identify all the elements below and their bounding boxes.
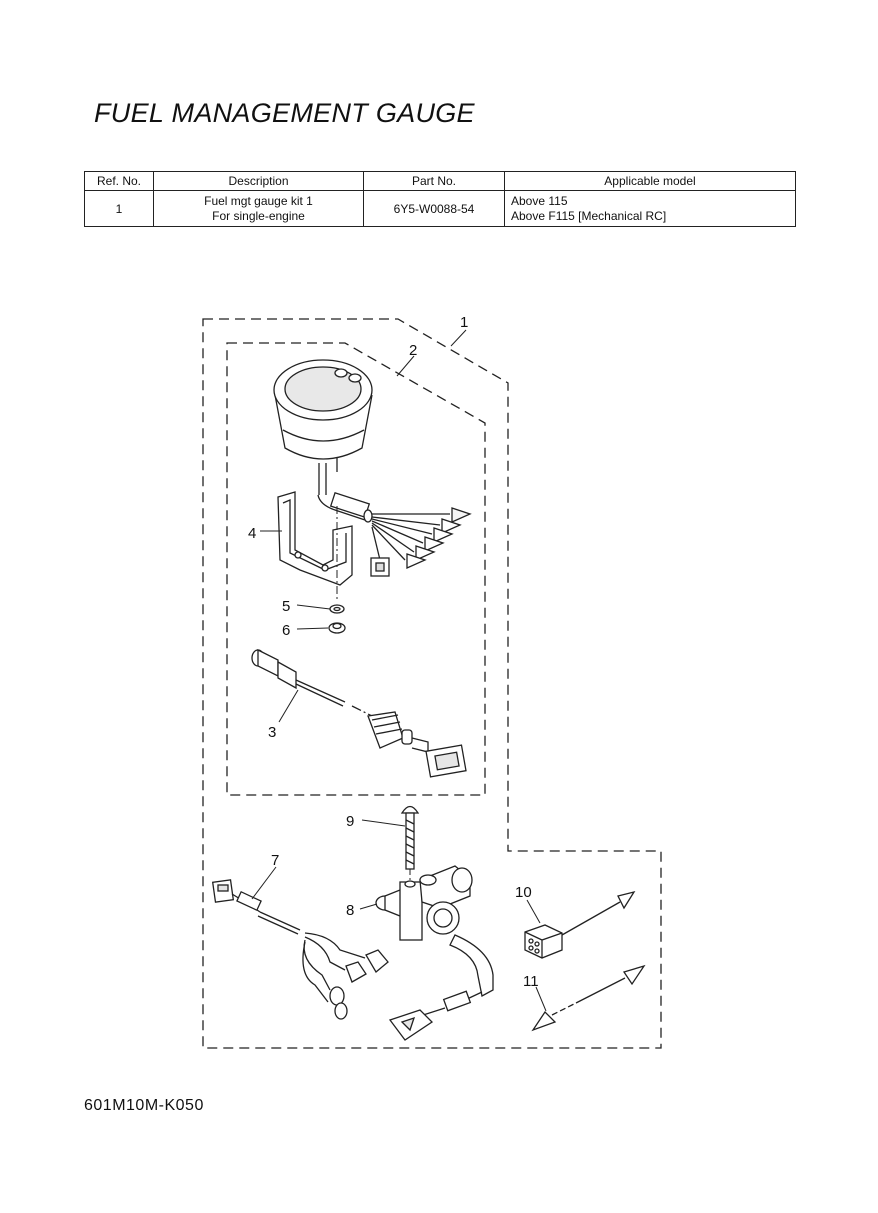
bracket-drawing (277, 491, 353, 586)
model-line-2: Above F115 [Mechanical RC] (511, 208, 667, 223)
washer-drawing (329, 604, 345, 614)
cell-part-no: 6Y5-W0088-54 (363, 190, 505, 227)
cell-ref-no: 1 (84, 190, 154, 227)
cell-applicable-model: Above 115 Above F115 [Mechanical RC] (504, 190, 796, 227)
leader-line-8 (359, 903, 378, 910)
leader-line-3 (278, 689, 299, 723)
screw-drawing (400, 805, 420, 870)
assembly-boundary-inner (226, 342, 486, 796)
callout-11: 11 (523, 973, 539, 990)
footer-catalog-code: 601M10M-K050 (84, 1097, 204, 1114)
leader-line-2 (396, 355, 415, 377)
table-header-row: Ref. No. Description Part No. Applicable… (84, 171, 796, 191)
callout-10: 10 (515, 884, 532, 901)
header-ref-no: Ref. No. (84, 171, 154, 191)
sensor-drawing (375, 865, 494, 1041)
leader-line-10 (526, 899, 541, 924)
nut-drawing (328, 622, 346, 634)
callout-6: 6 (282, 622, 290, 639)
connector-drawing (524, 890, 636, 959)
sender-cable-drawing (251, 648, 467, 778)
terminal-drawing (531, 964, 646, 1032)
kit-boundary-outer (202, 318, 662, 1049)
parts-table: Ref. No. Description Part No. Applicable… (84, 171, 796, 227)
leader-line-11 (535, 986, 547, 1012)
description-line-2: For single-engine (212, 208, 305, 223)
leader-line-6 (296, 627, 329, 630)
cell-description: Fuel mgt gauge kit 1 For single-engine (153, 190, 364, 227)
leader-line-5 (296, 604, 331, 610)
callout-7: 7 (271, 852, 279, 869)
callout-5: 5 (282, 598, 290, 615)
gauge-drawing (273, 359, 373, 495)
table-row: 1 Fuel mgt gauge kit 1 For single-engine… (84, 190, 796, 227)
page-title: FUEL MANAGEMENT GAUGE (94, 98, 475, 128)
header-applicable-model: Applicable model (504, 171, 796, 191)
harness-drawing (211, 879, 389, 1020)
leader-line-1 (450, 329, 467, 347)
leader-line-9 (361, 819, 406, 827)
callout-3: 3 (268, 724, 276, 741)
gauge-harness-drawing (317, 491, 472, 577)
model-line-1: Above 115 (511, 193, 568, 208)
callout-9: 9 (346, 813, 354, 830)
callout-4: 4 (248, 525, 256, 542)
callout-8: 8 (346, 902, 354, 919)
description-line-1: Fuel mgt gauge kit 1 (204, 193, 313, 208)
leader-line-7 (251, 866, 277, 900)
callout-1: 1 (460, 314, 468, 331)
callout-2: 2 (409, 342, 417, 359)
